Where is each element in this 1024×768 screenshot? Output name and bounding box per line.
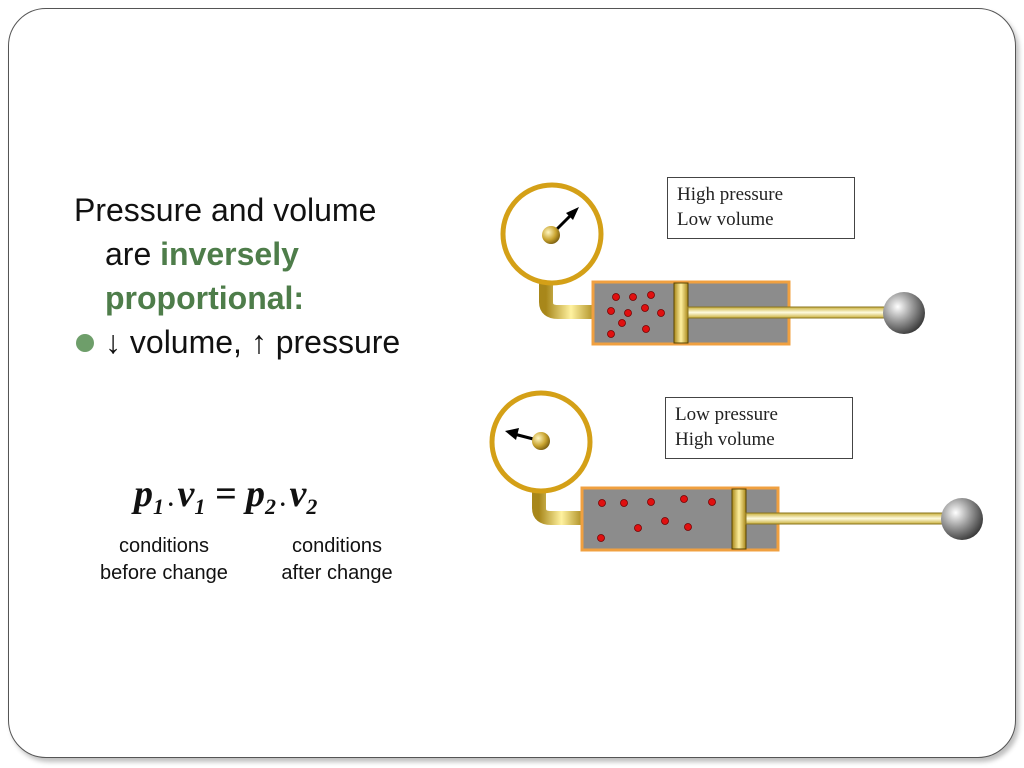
- bottom-gauge-ball: [532, 432, 550, 450]
- slide-frame: [8, 8, 1016, 758]
- text-accent-inversely: inversely: [160, 236, 299, 272]
- bullet-text: ↓ volume, ↑ pressure: [105, 324, 401, 360]
- text-accent-proportional: proportional:: [105, 280, 305, 316]
- boyle-formula: p1.v1 = p2.v2: [134, 472, 317, 520]
- formula-sub-1a: 1: [153, 494, 164, 519]
- bottom-label-line1: Low pressure: [675, 404, 778, 425]
- conditions-after: conditions after change: [262, 533, 412, 587]
- formula-dot-2: .: [280, 486, 286, 511]
- formula-equals: =: [205, 473, 247, 515]
- bottom-state-label: Low pressure High volume: [665, 397, 853, 459]
- formula-sub-2b: 2: [306, 494, 318, 519]
- top-state-label: High pressure Low volume: [667, 177, 855, 239]
- top-assembly: [500, 182, 925, 346]
- bottom-pipe: [532, 490, 584, 525]
- text-line-2-prefix: are: [105, 236, 161, 272]
- formula-v2: v: [289, 473, 307, 515]
- bottom-particles: [597, 495, 716, 542]
- formula-dot-1: .: [168, 486, 174, 511]
- top-gauge-arrow-icon: [566, 207, 579, 220]
- top-piston-rod: [687, 306, 889, 319]
- top-label-line1: High pressure: [677, 184, 784, 205]
- top-label-line2: Low volume: [677, 209, 774, 230]
- conditions-before-line1: conditions: [118, 535, 210, 557]
- top-particles: [607, 291, 665, 338]
- bottom-piston-head: [731, 488, 747, 550]
- top-gauge-ball: [542, 226, 560, 244]
- bottom-label-line2: High volume: [675, 429, 775, 450]
- bottom-gauge-arrow-icon: [505, 428, 519, 440]
- main-text: Pressure and volume are inversely propor…: [74, 188, 474, 364]
- bullet-dot-icon: [76, 334, 94, 352]
- bottom-knob: [941, 498, 983, 540]
- text-line-2: are inversely: [74, 232, 474, 276]
- formula-p2: p: [246, 473, 266, 515]
- bottom-assembly: [489, 390, 983, 552]
- conditions-before-line2: before change: [100, 562, 228, 584]
- formula-v1: v: [177, 473, 195, 515]
- formula-sub-1b: 1: [194, 494, 206, 519]
- top-piston-head: [673, 282, 689, 344]
- conditions-after-line2: after change: [281, 562, 393, 584]
- bottom-piston-rod: [745, 512, 947, 525]
- conditions-before: conditions before change: [84, 533, 244, 587]
- text-line-1: Pressure and volume: [74, 192, 377, 228]
- top-knob: [883, 292, 925, 334]
- formula-p1: p: [134, 473, 153, 515]
- bullet-item: ↓ volume, ↑ pressure: [74, 320, 474, 364]
- conditions-after-line1: conditions: [291, 535, 383, 557]
- top-pipe: [539, 282, 596, 319]
- formula-sub-2a: 2: [265, 494, 277, 519]
